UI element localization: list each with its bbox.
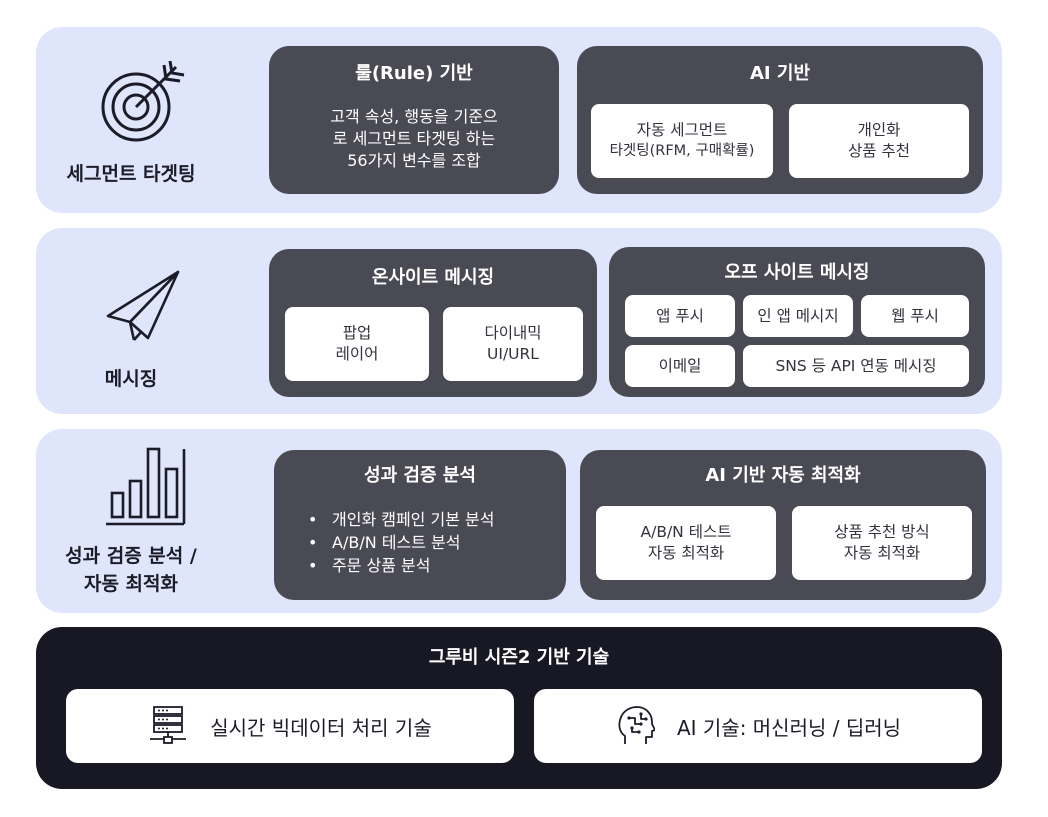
- onsite-messaging-panel: 온사이트 메시징 팝업 레이어 다이내믹 UI/URL: [269, 249, 597, 397]
- chip-popup-line-2: 레이어: [335, 345, 379, 363]
- chip-personalized-line-1: 개인화: [857, 121, 901, 139]
- verify-bullet-list: 개인화 캠페인 기본 분석 A/B/N 테스트 분석 주문 상품 분석: [308, 508, 494, 577]
- band-label-analysis-line-1: 성과 검증 분석 /: [65, 545, 197, 567]
- band-label-messaging: 메시징: [104, 368, 158, 390]
- verify-bullet-item: 개인화 캠페인 기본 분석: [308, 508, 494, 531]
- offsite-messaging-panel: 오프 사이트 메시징 앱 푸시 인 앱 메시지 웹 푸시 이메일 SNS 등 A…: [609, 247, 985, 397]
- onsite-panel-title: 온사이트 메시징: [371, 267, 495, 288]
- realtime-bigdata-box: 실시간 빅데이터 처리 기술: [66, 689, 514, 763]
- verify-bullet-item: 주문 상품 분석: [308, 554, 494, 577]
- verify-bullet-item: A/B/N 테스트 분석: [308, 531, 494, 554]
- offsite-panel-title: 오프 사이트 메시징: [724, 262, 870, 283]
- chip-reco-line-1: 상품 추천 방식: [834, 523, 930, 541]
- chip-email: 이메일: [625, 345, 735, 387]
- chip-personalized-line-2: 상품 추천: [848, 142, 910, 160]
- ai-head-icon: [618, 706, 655, 744]
- chip-sns-api-messaging: SNS 등 API 연동 메시징: [743, 345, 969, 387]
- chip-dynamic-line-2: UI/URL: [487, 345, 539, 363]
- rule-based-panel: 룰(Rule) 기반 고객 속성, 행동을 기준으 로 세그먼트 타겟팅 하는 …: [269, 46, 559, 194]
- band-label-analysis-line-2: 자동 최적화: [83, 573, 178, 595]
- target-icon: [101, 60, 185, 142]
- ai-auto-optimization-panel: AI 기반 자동 최적화 A/B/N 테스트 자동 최적화 상품 추천 방식 자…: [580, 450, 986, 600]
- ai-panel-title: AI 기반: [749, 63, 810, 84]
- paper-plane-icon: [106, 270, 180, 341]
- segment-targeting-band: 세그먼트 타겟팅 룰(Rule) 기반 고객 속성, 행동을 기준으 로 세그먼…: [36, 27, 1002, 213]
- chip-popup-line-1: 팝업: [342, 324, 372, 342]
- auto-panel-title: AI 기반 자동 최적화: [705, 465, 861, 486]
- foundation-technology-section: 그루비 시즌2 기반 기술 실시간 빅데이터 처리 기술: [36, 627, 1002, 789]
- verify-panel-title: 성과 검증 분석: [364, 465, 476, 486]
- chip-reco-line-2: 자동 최적화: [843, 544, 921, 562]
- performance-verification-panel: 성과 검증 분석 개인화 캠페인 기본 분석 A/B/N 테스트 분석 주문 상…: [274, 450, 566, 600]
- server-icon: [150, 706, 187, 744]
- foundation-title: 그루비 시즌2 기반 기술: [428, 647, 610, 668]
- rule-panel-line-3: 56가지 변수를 조합: [347, 151, 481, 170]
- chip-recommendation-optimization: 상품 추천 방식 자동 최적화: [792, 506, 972, 580]
- bar-chart-icon: [106, 447, 186, 526]
- chip-abn-line-1: A/B/N 테스트: [640, 523, 732, 541]
- analysis-band: 성과 검증 분석 / 자동 최적화 성과 검증 분석 개인화 캠페인 기본 분석…: [36, 429, 1002, 613]
- rule-panel-line-2: 로 세그먼트 타겟팅 하는: [332, 129, 496, 148]
- ai-based-panel: AI 기반 자동 세그먼트 타겟팅(RFM, 구매확률) 개인화 상품 추천: [577, 46, 983, 194]
- band-label-segment: 세그먼트 타겟팅: [66, 163, 196, 185]
- chip-abn-test-optimization: A/B/N 테스트 자동 최적화: [596, 506, 776, 580]
- chip-auto-segment-line-2: 타겟팅(RFM, 구매확률): [609, 143, 755, 159]
- chip-dynamic-ui-url: 다이내믹 UI/URL: [443, 307, 583, 381]
- chip-app-push: 앱 푸시: [625, 295, 735, 337]
- rule-panel-line-1: 고객 속성, 행동을 기준으: [330, 107, 498, 126]
- messaging-band: 메시징 온사이트 메시징 팝업 레이어 다이내믹 UI/URL 오프 사이트 메…: [36, 228, 1002, 414]
- chip-abn-line-2: 자동 최적화: [647, 544, 725, 562]
- chip-auto-segment-line-1: 자동 세그먼트: [636, 121, 728, 139]
- ai-ml-dl-box: AI 기술: 머신러닝 / 딥러닝: [534, 689, 982, 763]
- chip-popup-layer: 팝업 레이어: [285, 307, 429, 381]
- chip-dynamic-line-1: 다이내믹: [484, 324, 542, 342]
- realtime-bigdata-label: 실시간 빅데이터 처리 기술: [210, 715, 432, 740]
- chip-in-app-message: 인 앱 메시지: [743, 295, 853, 337]
- ai-ml-dl-label: AI 기술: 머신러닝 / 딥러닝: [676, 715, 902, 740]
- chip-auto-segment: 자동 세그먼트 타겟팅(RFM, 구매확률): [591, 104, 773, 178]
- chip-personalized-recommendation: 개인화 상품 추천: [789, 104, 969, 178]
- chip-web-push: 웹 푸시: [861, 295, 969, 337]
- rule-panel-title: 룰(Rule) 기반: [355, 63, 473, 84]
